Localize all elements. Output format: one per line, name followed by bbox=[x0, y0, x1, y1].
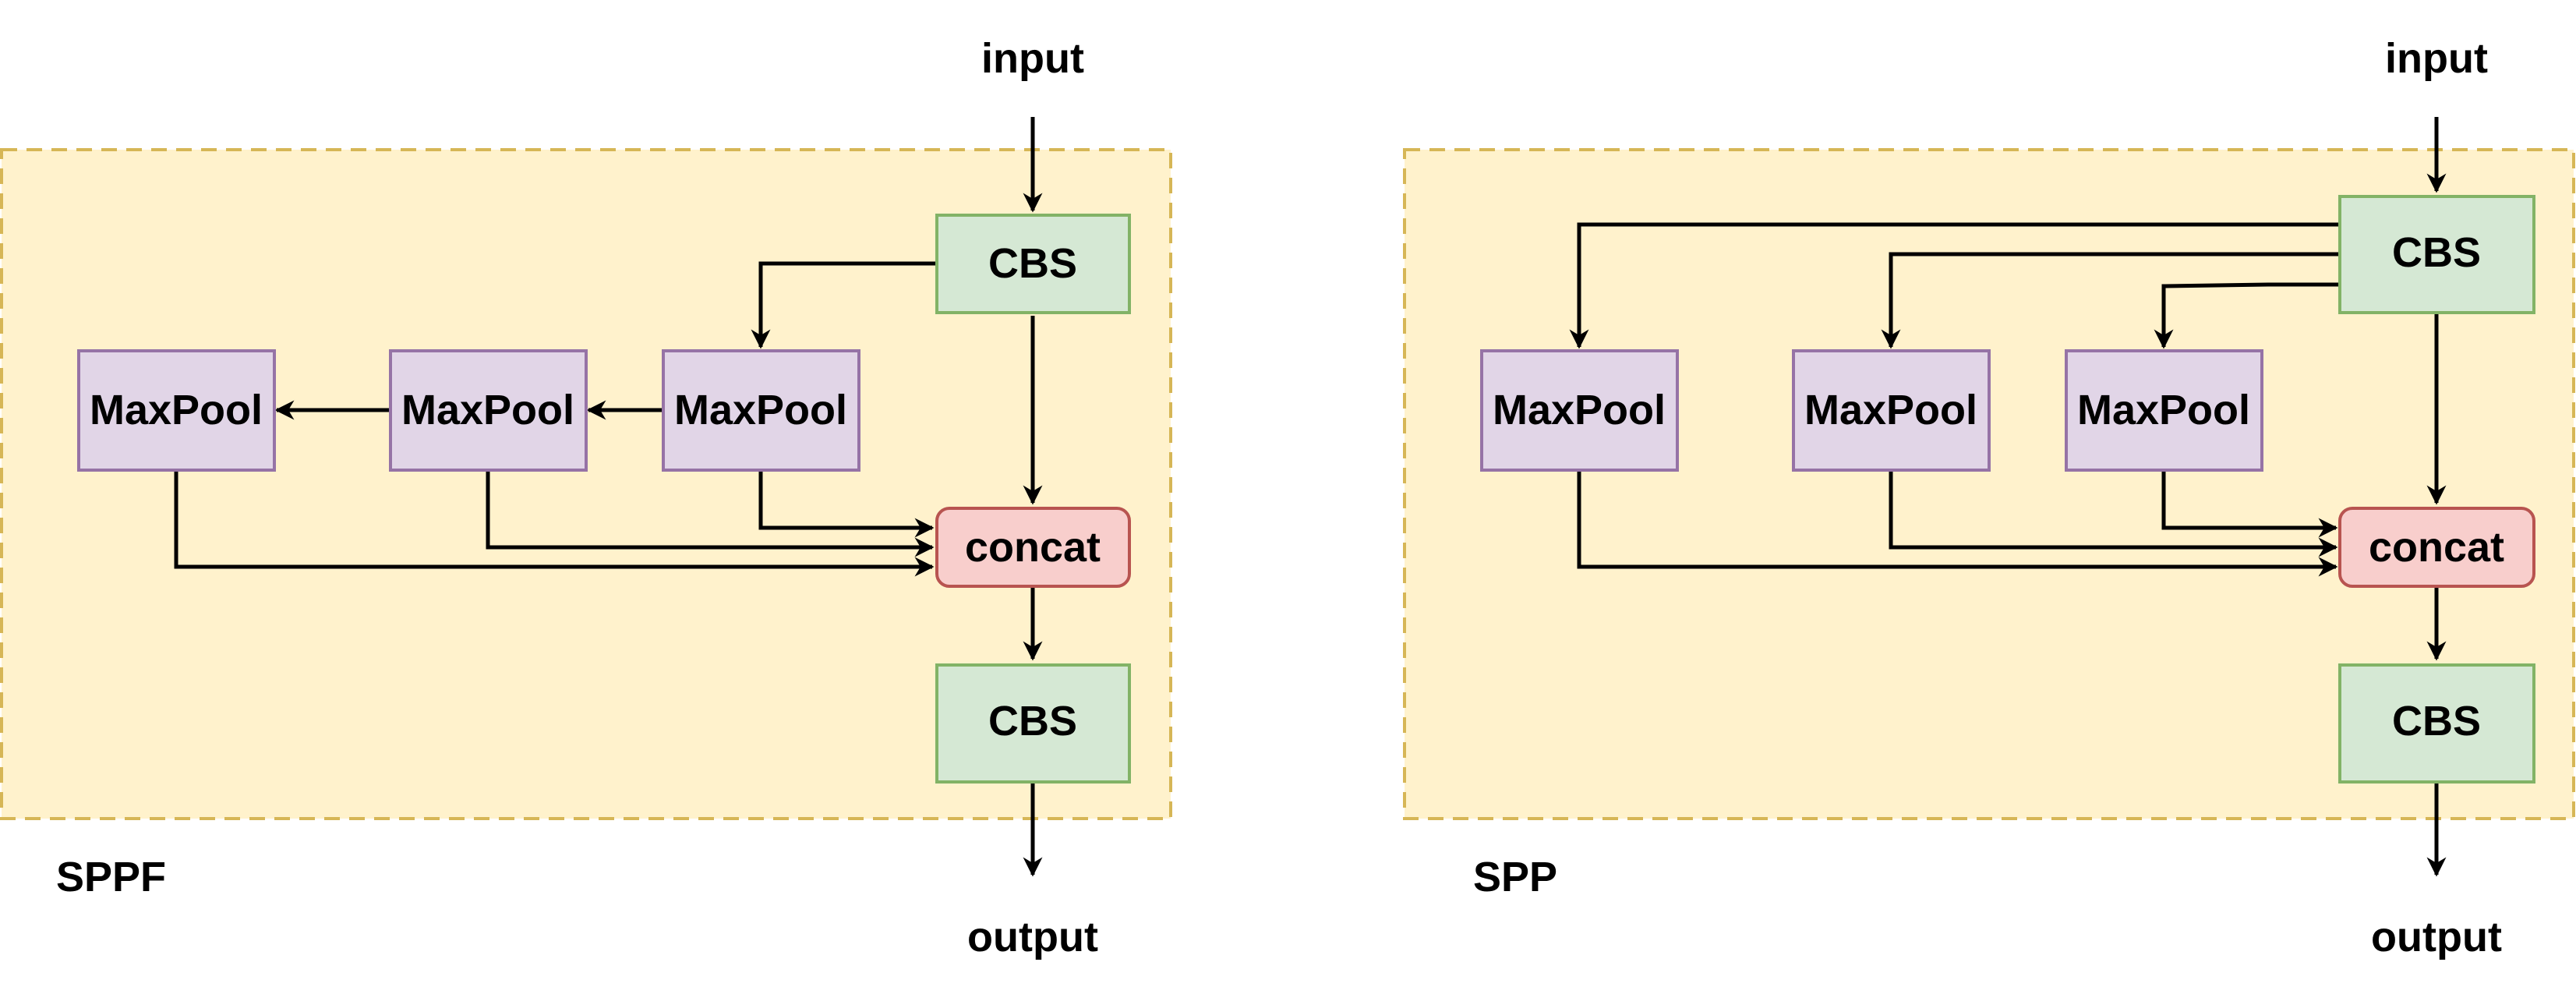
spp-edge-cbs-to-maxpool-right bbox=[2154, 282, 2338, 349]
spp-concat-box bbox=[2338, 507, 2535, 588]
sppf-maxpool-right-label: MaxPool bbox=[674, 387, 847, 433]
spp-cbs-top-box bbox=[2338, 195, 2535, 314]
sppf-cbs-top-label: CBS bbox=[988, 240, 1077, 287]
sppf-concat-box bbox=[935, 507, 1131, 588]
spp-output-label: output bbox=[2371, 914, 2502, 960]
spp-edge-cbs-to-maxpool-left bbox=[1569, 222, 2338, 349]
spp-diagram: CBS MaxPool MaxPool MaxPool concat CBS i… bbox=[1403, 35, 2575, 960]
sppf-cbs-bottom-box bbox=[935, 663, 1131, 784]
spp-maxpool-middle-box bbox=[1792, 349, 1991, 472]
sppf-edge-maxpool-left-to-concat bbox=[174, 472, 935, 577]
spp-maxpool-middle-label: MaxPool bbox=[1804, 387, 1977, 433]
sppf-output-label: output bbox=[967, 914, 1098, 960]
spp-edge-maxpool-left-to-concat bbox=[1577, 472, 2338, 577]
sppf-edge-maxpool-middle-to-concat bbox=[486, 472, 935, 557]
spp-edge-maxpool-middle-to-concat bbox=[1889, 472, 2338, 557]
spp-concat-label: concat bbox=[2369, 524, 2504, 571]
sppf-edge-maxpool-right-to-concat bbox=[758, 472, 935, 538]
spp-cbs-bottom-label: CBS bbox=[2392, 698, 2481, 745]
spp-cbs-bottom-box bbox=[2338, 663, 2535, 784]
sppf-maxpool-middle-box bbox=[389, 349, 588, 472]
spp-cbs-top-label: CBS bbox=[2392, 229, 2481, 276]
spp-maxpool-left-label: MaxPool bbox=[1493, 387, 1666, 433]
spp-title: SPP bbox=[1473, 854, 1557, 900]
sppf-diagram: CBS MaxPool MaxPool MaxPool concat CBS i… bbox=[0, 35, 1172, 960]
spp-maxpool-right-box bbox=[2065, 349, 2263, 472]
sppf-concat-label: concat bbox=[965, 524, 1101, 571]
sppf-maxpool-left-label: MaxPool bbox=[90, 387, 263, 433]
spp-edge-maxpool-right-to-concat bbox=[2161, 472, 2338, 538]
spp-maxpool-right-label: MaxPool bbox=[2077, 387, 2250, 433]
sppf-cbs-bottom-label: CBS bbox=[988, 698, 1077, 745]
sppf-input-label: input bbox=[981, 35, 1084, 82]
sppf-maxpool-left-box bbox=[77, 349, 276, 472]
spp-maxpool-left-box bbox=[1480, 349, 1679, 472]
sppf-edge-cbs-to-maxpool bbox=[751, 261, 935, 349]
spp-input-label: input bbox=[2385, 35, 2488, 82]
sppf-title: SPPF bbox=[56, 854, 166, 900]
sppf-maxpool-middle-label: MaxPool bbox=[401, 387, 574, 433]
spp-edge-cbs-to-maxpool-middle bbox=[1881, 252, 2338, 349]
sppf-maxpool-right-box bbox=[662, 349, 860, 472]
sppf-cbs-top-box bbox=[935, 214, 1131, 314]
